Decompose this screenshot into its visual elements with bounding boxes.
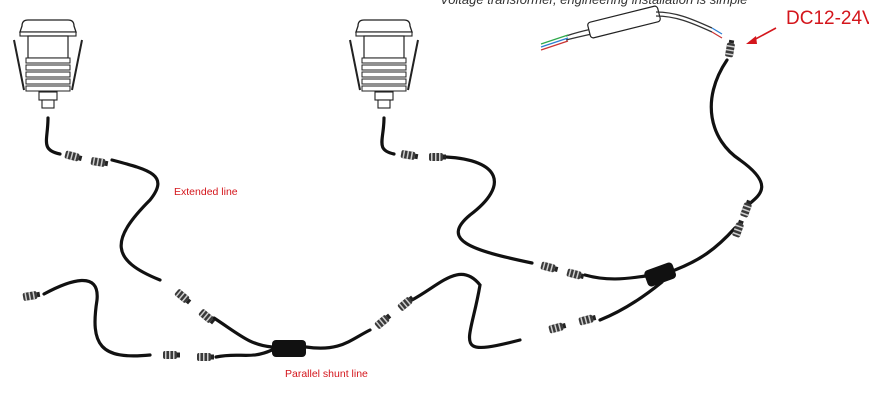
cable-to-right-lower	[598, 280, 664, 322]
cable-lamp1-segment	[44, 116, 62, 156]
cable-to-right-splitter	[583, 273, 648, 281]
parallel-splitter-left	[272, 340, 306, 357]
parallel-splitter-right	[644, 262, 677, 287]
cable-lamp2-segment	[380, 116, 396, 156]
cable-to-left-splitter	[212, 316, 274, 349]
cable-lamp2-extended	[444, 155, 534, 265]
lamp-2	[349, 19, 419, 109]
top-caption: Voltage transformer, engineering install…	[440, 0, 860, 8]
extended-line-label: Extended line	[174, 186, 238, 198]
cable-extended-line	[110, 158, 162, 282]
cable-mid-wave	[410, 272, 522, 349]
voltage-label: DC12-24V	[786, 8, 869, 29]
arrow-icon	[746, 27, 777, 44]
cable-splitter-link	[304, 328, 372, 350]
parallel-shunt-line-label: Parallel shunt line	[285, 368, 368, 380]
cable-left-branch	[42, 278, 152, 358]
cable-driver-down	[709, 58, 764, 207]
cable-left-branch-tail	[214, 348, 274, 359]
power-driver	[540, 5, 723, 51]
lamp-1	[13, 19, 83, 109]
cable-driver-lower	[673, 226, 737, 272]
